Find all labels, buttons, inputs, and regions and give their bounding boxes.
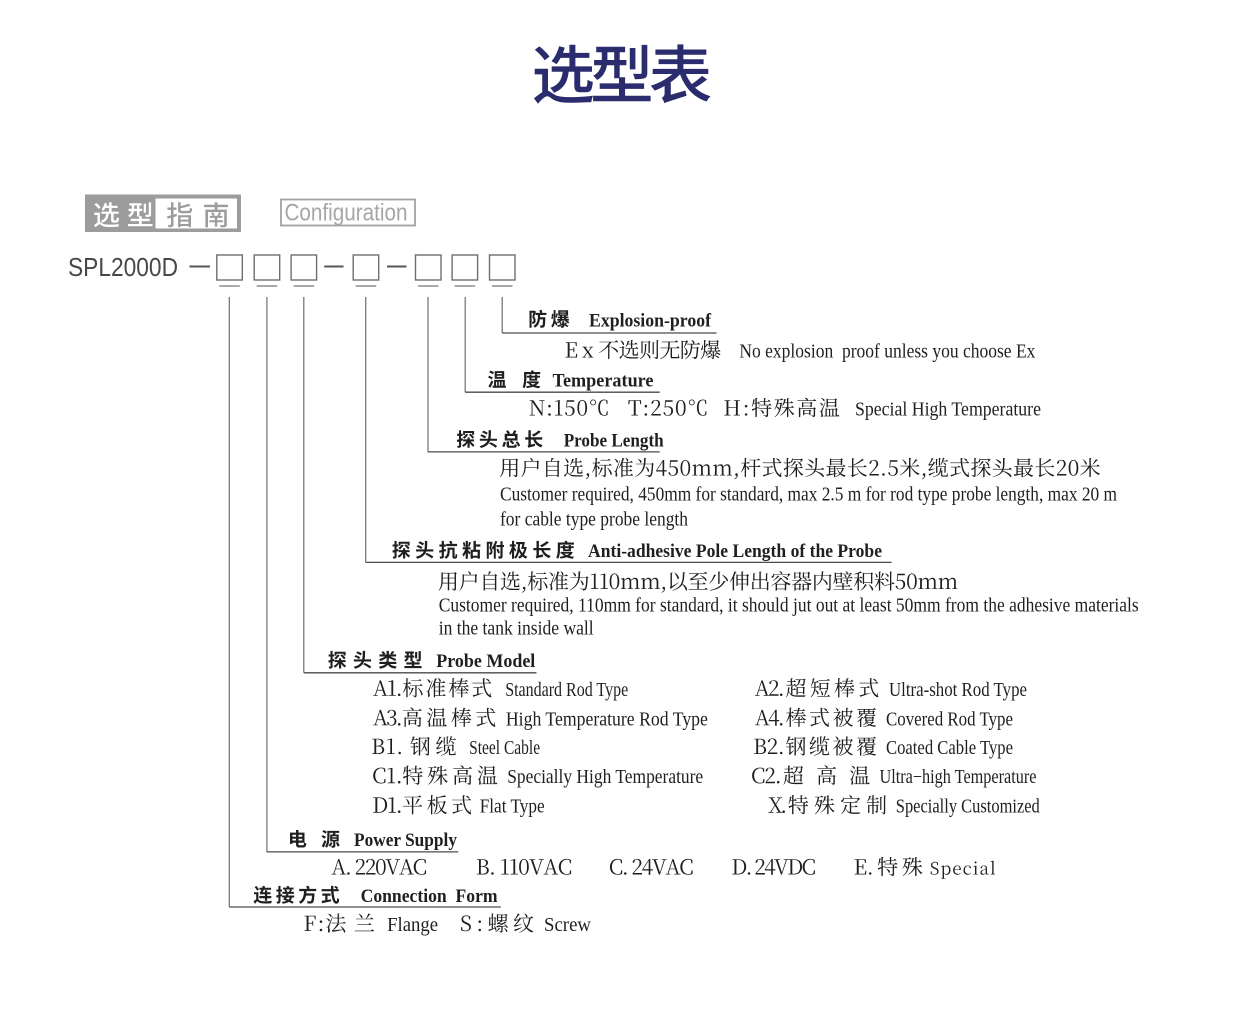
svg-text:Explosion-proof: Explosion-proof [589,311,712,332]
svg-text:in the tank inside wall: in the tank inside wall [439,619,595,640]
svg-text:Customer required, 450mm for s: Customer required, 450mm for standard, m… [500,485,1117,506]
svg-text:Customer required, 110mm for s: Customer required, 110mm for standard, i… [439,596,1139,617]
svg-text:Ultra−high Temperature: Ultra−high Temperature [880,767,1037,788]
svg-text:Specially High Temperature: Specially High Temperature [507,767,703,788]
svg-text:Connection Form: Connection Form [361,886,498,907]
svg-text:High Temperature Rod Type: High Temperature Rod Type [506,709,708,730]
svg-text:Special High Temperature: Special High Temperature [855,400,1041,421]
svg-text:Ultra-shot Rod Type: Ultra-shot Rod Type [889,680,1027,701]
svg-text:Flat Type: Flat Type [480,797,545,818]
svg-text:Standard Rod Type: Standard Rod Type [505,680,628,701]
svg-text:Probe Model: Probe Model [436,651,535,672]
svg-text:for cable type probe length: for cable type probe length [500,510,688,531]
svg-text:Specially Customized: Specially Customized [896,797,1040,818]
svg-text:Configuration: Configuration [285,200,408,227]
svg-text:Covered Rod Type: Covered Rod Type [886,709,1013,730]
svg-text:Probe Length: Probe Length [564,430,664,451]
svg-text:Power Supply: Power Supply [354,830,457,851]
svg-text:Steel Cable: Steel Cable [469,738,540,759]
svg-text:Screw: Screw [544,915,591,936]
svg-text:Coated Cable Type: Coated Cable Type [886,738,1013,759]
svg-text:Anti-adhesive Pole Length of t: Anti-adhesive Pole Length of the Probe [588,541,882,562]
svg-text:Temperature: Temperature [553,371,654,392]
svg-text:Flange: Flange [387,915,438,936]
svg-text:SPL2000D: SPL2000D [68,252,178,282]
svg-text:No explosion proof unless you: No explosion proof unless you choose Ex [739,342,1035,363]
